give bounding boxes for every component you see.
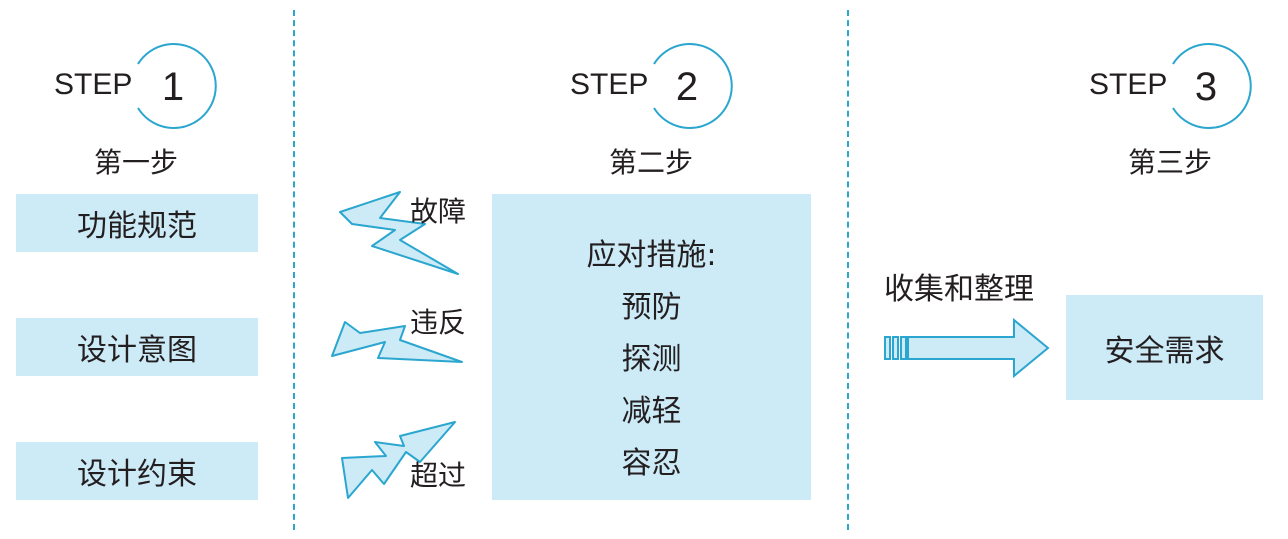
step-3-circle	[1172, 43, 1252, 129]
measures-heading: 应对措施:	[586, 238, 717, 273]
measure-item: 减轻	[621, 394, 682, 429]
step-3-number: 3	[1194, 65, 1218, 109]
threat-label-violation: 违反	[410, 306, 467, 339]
right-arrow-icon	[884, 318, 1050, 378]
output-box-safety-requirements: 安全需求	[1066, 295, 1263, 400]
step-1-title: 第一步	[93, 146, 178, 179]
lightning-bolt-violation	[331, 321, 463, 363]
step-2-title: 第二步	[608, 146, 693, 179]
step-2-circle	[653, 43, 733, 129]
input-box-functional-spec: 功能规范	[16, 194, 258, 252]
threat-label-exceed: 超过	[410, 459, 467, 492]
step-2-label: STEP	[570, 68, 649, 101]
step-1-label: STEP	[54, 68, 133, 101]
step-1-number: 1	[161, 65, 185, 109]
step-1-circle	[137, 43, 217, 129]
measure-item: 预防	[621, 290, 682, 325]
input-box-design-intent: 设计意图	[16, 318, 258, 376]
divider-left	[293, 10, 295, 530]
measures-box: 应对措施: 预防 探测 减轻 容忍	[492, 194, 811, 500]
lightning-bolt-exceed	[341, 421, 456, 499]
measure-item: 探测	[621, 342, 682, 377]
lightning-bolt-fault	[339, 191, 459, 275]
threat-label-fault: 故障	[410, 195, 467, 228]
step-2-number: 2	[675, 65, 699, 109]
step-3-label: STEP	[1089, 68, 1168, 101]
measure-item: 容忍	[621, 446, 682, 481]
input-box-design-constraint: 设计约束	[16, 442, 258, 500]
step-3-title: 第三步	[1127, 146, 1212, 179]
arrow-label: 收集和整理	[884, 272, 1034, 307]
divider-right	[847, 10, 849, 530]
